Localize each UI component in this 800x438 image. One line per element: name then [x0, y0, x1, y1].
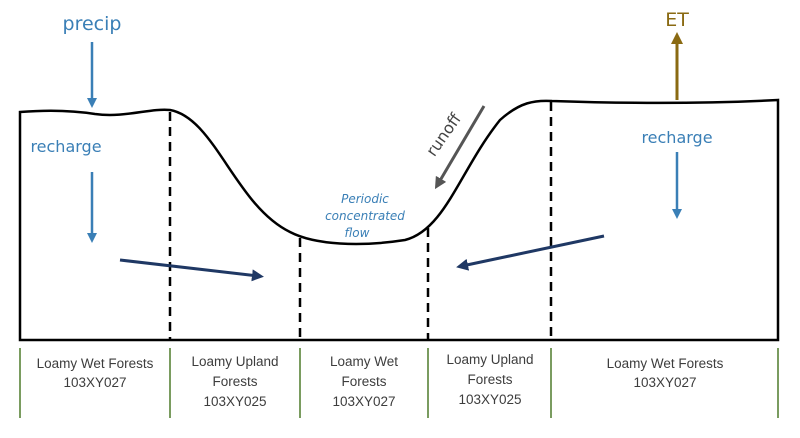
zone-5-line2: 103XY027 — [633, 375, 696, 390]
zone-label-2: Loamy Upland Forests 103XY025 — [191, 354, 278, 409]
zone-4-line1: Loamy Upland — [446, 352, 533, 367]
flow-label-line1: Periodic — [341, 192, 389, 206]
zone-label-3: Loamy Wet Forests 103XY027 — [330, 354, 398, 409]
zone-4-line3: 103XY025 — [458, 392, 521, 407]
subsurface-flow-arrow-right — [456, 234, 605, 271]
zone-1-line2: 103XY027 — [63, 375, 126, 390]
zone-5-line1: Loamy Wet Forests — [607, 356, 724, 371]
flow-label-line2: concentrated — [325, 209, 405, 223]
runoff-arrow — [434, 105, 486, 190]
zone-1-line1: Loamy Wet Forests — [37, 356, 154, 371]
precip-label: precip — [63, 13, 122, 35]
zone-3-line1: Loamy Wet — [330, 354, 398, 369]
zone-2-line3: 103XY025 — [203, 394, 266, 409]
subsurface-flow-arrow-left — [119, 258, 264, 282]
runoff-label: runoff — [422, 109, 465, 160]
recharge-left-label: recharge — [30, 137, 101, 156]
zone-label-4: Loamy Upland Forests 103XY025 — [446, 352, 533, 407]
zone-2-line1: Loamy Upland — [191, 354, 278, 369]
zone-3-line3: 103XY027 — [332, 394, 395, 409]
zone-label-1: Loamy Wet Forests 103XY027 — [37, 356, 154, 390]
et-label: ET — [665, 9, 689, 31]
zone-2-line2: Forests — [212, 374, 257, 389]
zone-3-line2: Forests — [341, 374, 386, 389]
recharge-right-label: recharge — [641, 128, 712, 147]
zone-label-5: Loamy Wet Forests 103XY027 — [607, 356, 724, 390]
terrain-cross-section — [18, 98, 780, 342]
zone-4-line2: Forests — [467, 372, 512, 387]
flow-label-line3: flow — [345, 226, 370, 240]
